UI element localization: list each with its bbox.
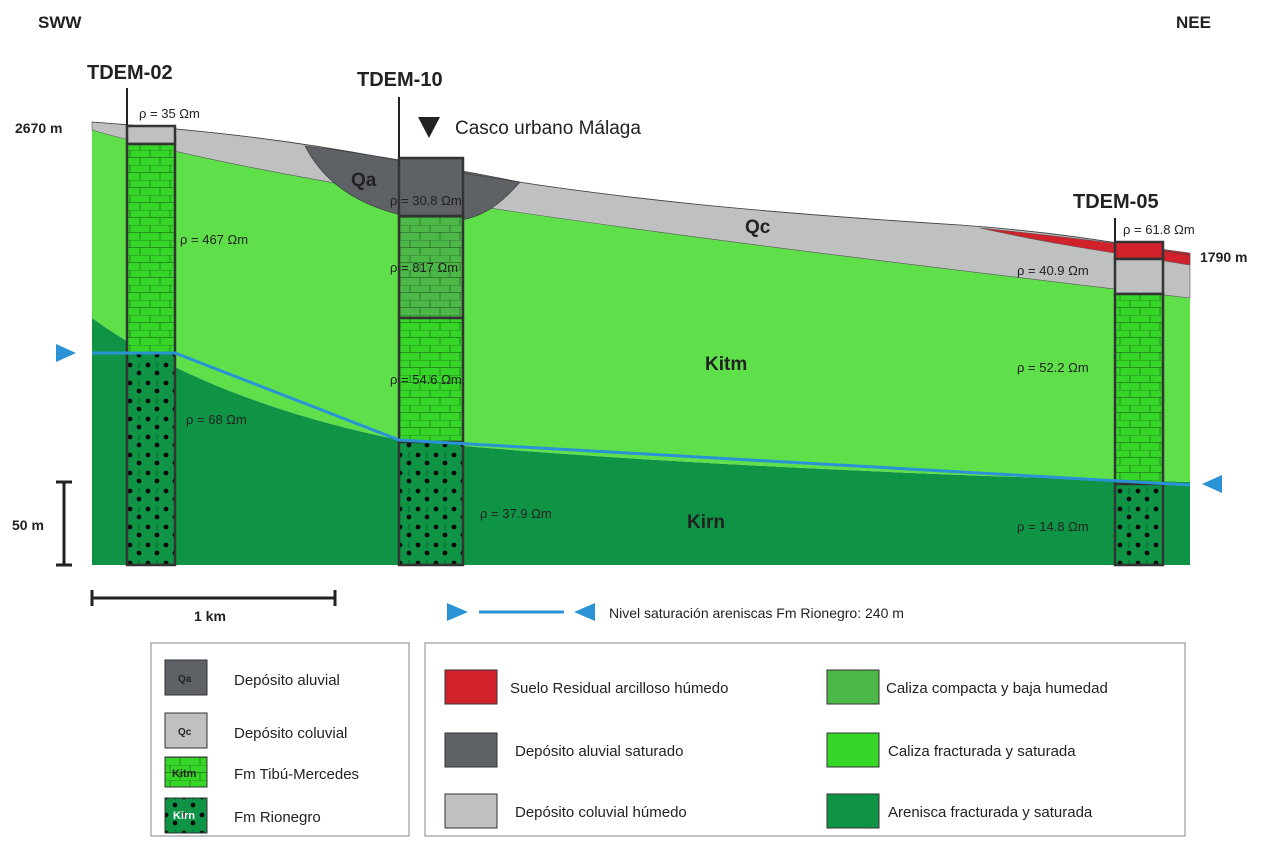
conditions-legend: Suelo Residual arcilloso húmedo Depósito… xyxy=(424,642,1186,837)
saturation-note: Nivel saturación areniscas Fm Rionegro: … xyxy=(609,605,904,621)
horizontal-scale-bar xyxy=(90,590,337,606)
legend-label-kitm: Fm Tibú-Mercedes xyxy=(234,766,359,783)
horizontal-scale-label: 1 km xyxy=(194,608,226,624)
borehole-tdem10 xyxy=(397,97,465,567)
saturation-line xyxy=(56,344,1222,493)
kitm-layer xyxy=(92,130,1190,482)
legend-condition-5: Arenisca fracturada y saturada xyxy=(888,804,1093,821)
vertical-scale-bar xyxy=(56,480,72,567)
saturation-left-marker-icon xyxy=(56,344,76,362)
saturation-right-marker-icon xyxy=(1202,475,1222,493)
saturation-legend-right-icon xyxy=(447,603,468,621)
unit-kirn-label: Kirn xyxy=(687,512,725,533)
legend-condition-4: Caliza fracturada y saturada xyxy=(888,743,1076,760)
saturation-legend xyxy=(447,603,595,621)
borehole-tdem02-name: TDEM-02 xyxy=(87,62,173,84)
legend-label-qa: Depósito aluvial xyxy=(234,672,340,689)
rho-tdem05-4: ρ = 14.8 Ωm xyxy=(1017,519,1089,534)
rho-tdem10-1: ρ = 30.8 Ωm xyxy=(390,193,462,208)
borehole-tdem10-name: TDEM-10 xyxy=(357,69,443,91)
legend-symbol-kitm: Kitm xyxy=(172,768,197,780)
borehole-tdem05-name: TDEM-05 xyxy=(1073,191,1159,213)
elevation-top-left: 2670 m xyxy=(15,120,62,136)
kirn-layer xyxy=(92,318,1190,565)
location-marker-icon xyxy=(418,117,440,138)
legend-symbol-qc: Qc xyxy=(178,727,192,738)
legend-condition-1: Depósito aluvial saturado xyxy=(515,743,683,760)
unit-qc-label: Qc xyxy=(745,217,771,238)
borehole-tdem02 xyxy=(125,88,177,567)
legend-symbol-qa: Qa xyxy=(178,674,192,685)
unit-qa-label: Qa xyxy=(351,170,377,191)
saturation-legend-left-icon xyxy=(574,603,595,621)
direction-left: SWW xyxy=(38,13,82,32)
rho-tdem02-1: ρ = 35 Ωm xyxy=(139,106,200,121)
rho-tdem10-2: ρ = 817 Ωm xyxy=(390,260,458,275)
direction-right: NEE xyxy=(1176,13,1211,32)
rho-tdem10-4: ρ = 37.9 Ωm xyxy=(480,506,552,521)
rho-tdem02-3: ρ = 68 Ωm xyxy=(186,412,247,427)
rho-tdem02-2: ρ = 467 Ωm xyxy=(180,232,248,247)
rho-tdem10-3: ρ = 54.6 Ωm xyxy=(390,372,462,387)
legend-label-kirn: Fm Rionegro xyxy=(234,809,321,826)
rho-tdem05-1: ρ = 61.8 Ωm xyxy=(1123,222,1195,237)
unit-kitm-label: Kitm xyxy=(705,354,747,375)
legend-label-qc: Depósito coluvial xyxy=(234,725,347,742)
borehole-tdem05 xyxy=(1113,218,1165,567)
location-label: Casco urbano Málaga xyxy=(455,118,641,139)
vertical-scale-label: 50 m xyxy=(12,517,44,533)
legend-symbol-kirn: Kirn xyxy=(173,810,195,822)
rho-tdem05-2: ρ = 40.9 Ωm xyxy=(1017,263,1089,278)
units-legend: Qa Depósito aluvial Qc Depósito coluvial… xyxy=(150,642,410,837)
legend-condition-2: Depósito coluvial húmedo xyxy=(515,804,687,821)
elevation-right: 1790 m xyxy=(1200,249,1247,265)
rho-tdem05-3: ρ = 52.2 Ωm xyxy=(1017,360,1089,375)
legend-condition-3: Caliza compacta y baja humedad xyxy=(886,680,1108,697)
legend-condition-0: Suelo Residual arcilloso húmedo xyxy=(510,680,728,697)
cross-section xyxy=(91,121,1191,565)
